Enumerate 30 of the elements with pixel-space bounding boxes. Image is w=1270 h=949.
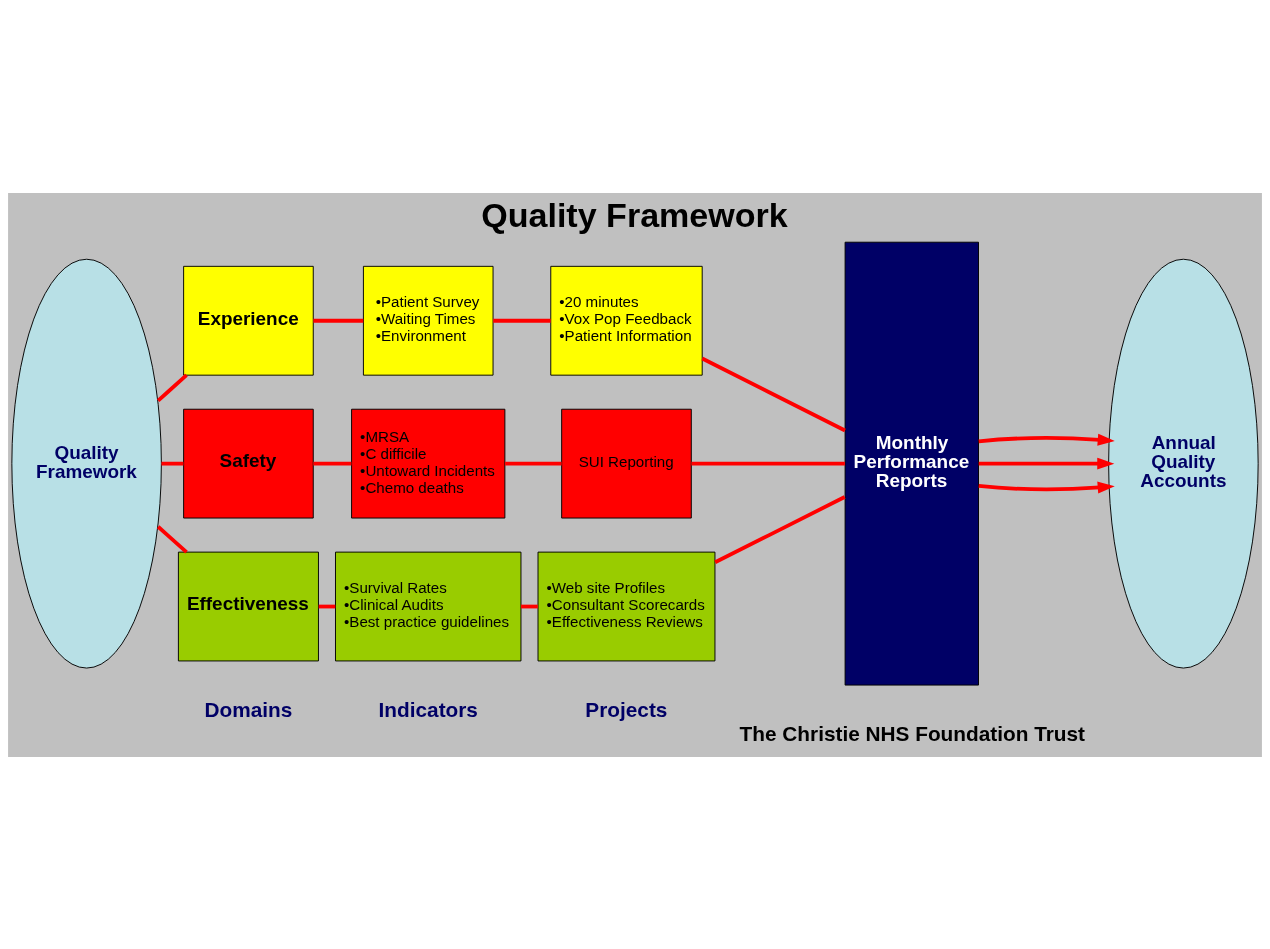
label: Projects (585, 697, 668, 721)
connector (505, 461, 562, 466)
diagram-title: Quality Framework (481, 195, 788, 234)
arrow (978, 433, 1115, 446)
node-box: •MRSA •C difficile •Untoward Incidents •Chemo deaths (351, 408, 506, 519)
node-box: Effectiveness (177, 551, 319, 661)
label: The Christie NHS Foundation Trust (739, 721, 1086, 745)
node-ellipse: Quality Framework (11, 258, 162, 669)
connector (691, 461, 845, 466)
connector (493, 318, 551, 323)
label: Indicators (378, 697, 478, 721)
node-ellipse: Annual Quality Accounts (1108, 258, 1259, 669)
node-box: Monthly Performance Reports (844, 241, 979, 686)
node-box: •Patient Survey •Waiting Times •Environment (362, 265, 494, 376)
connector (313, 461, 352, 466)
node-box: Experience (183, 265, 314, 376)
node-box: •Web site Profiles •Consultant Scorecards •Effectiveness Reviews (537, 551, 716, 661)
label: Domains (204, 697, 293, 721)
arrow (978, 457, 1115, 470)
connector (714, 494, 846, 564)
node-box: SUI Reporting (561, 408, 692, 519)
connector (313, 318, 364, 323)
node-box: •Survival Rates •Clinical Audits •Best practice guidelines (335, 551, 522, 661)
node-box: Safety (183, 408, 314, 519)
connector (156, 524, 188, 553)
connector (701, 356, 846, 432)
node-box: •20 minutes •Vox Pop Feedback •Patient Information (550, 265, 703, 376)
connector (161, 461, 184, 466)
connector (156, 373, 188, 402)
arrow (978, 481, 1115, 494)
